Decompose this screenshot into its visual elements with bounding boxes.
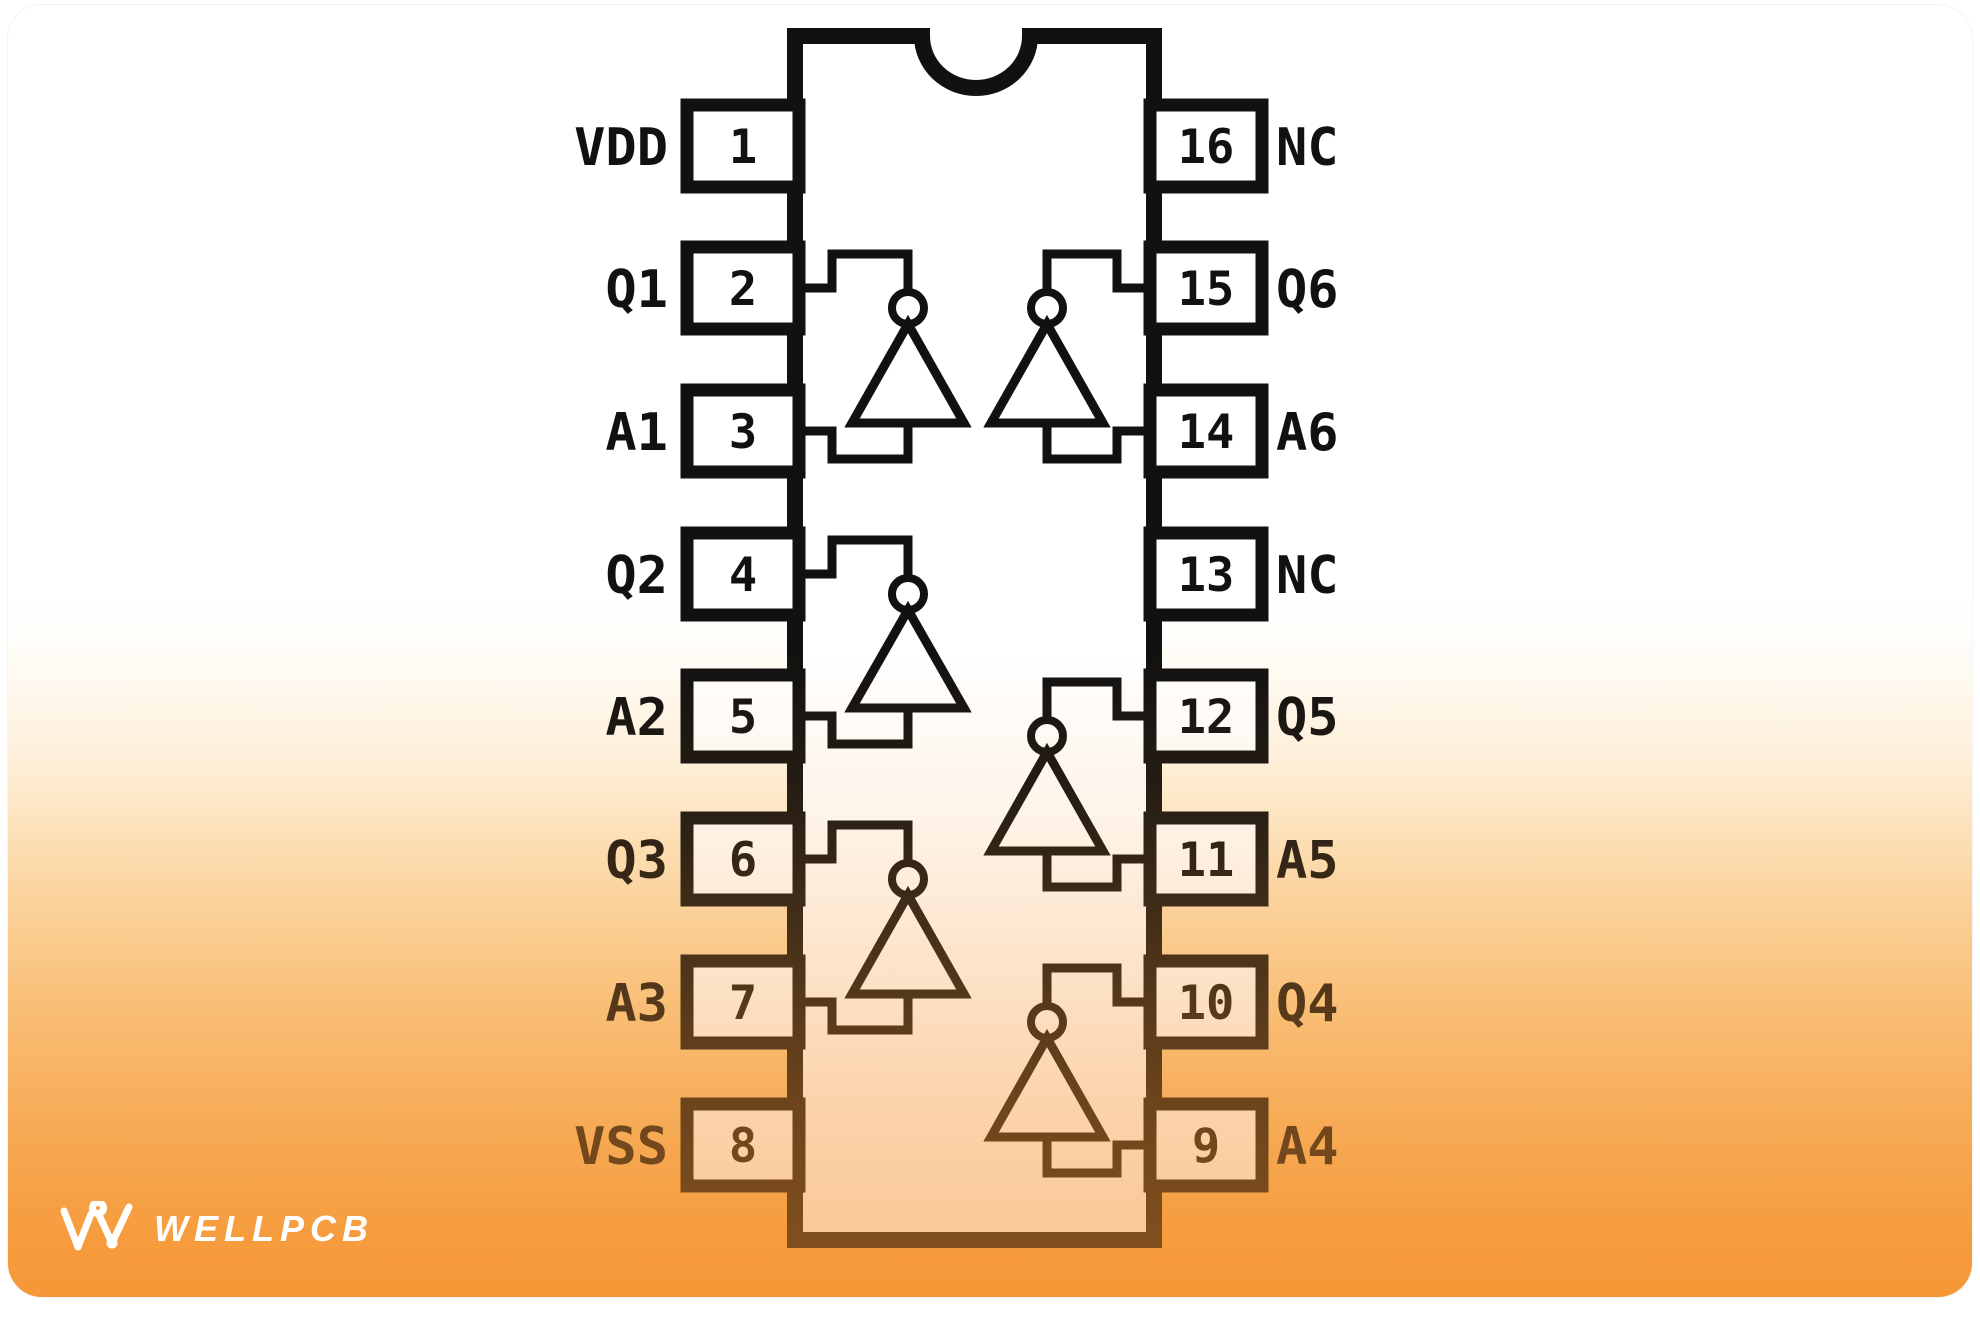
pin-6-label: Q3 [605, 831, 668, 891]
pin-7-number: 7 [729, 976, 757, 1031]
pinout-card: 1 VDD 2 Q1 3 A1 4 Q2 5 A2 6 Q3 [8, 5, 1972, 1297]
pin-15-label: Q6 [1276, 260, 1339, 320]
pin-right-15: 15 Q6 [1143, 240, 1339, 336]
pin-14-number: 14 [1178, 405, 1235, 460]
pin-left-8: 8 VSS [574, 1097, 806, 1193]
pin-8-label: VSS [574, 1117, 668, 1177]
wellpcb-logo-text: WELLPCB [154, 1208, 374, 1249]
wellpcb-logo: WELLPCB [58, 1197, 374, 1261]
pin-13-label: NC [1276, 546, 1339, 606]
pin-9-number: 9 [1192, 1119, 1220, 1174]
pin-left-5: 5 A2 [605, 668, 806, 764]
pin-right-10: 10 Q4 [1143, 954, 1339, 1050]
pin-right-16: 16 NC [1143, 98, 1339, 194]
pin-left-2: 2 Q1 [605, 240, 806, 336]
pin-1-number: 1 [729, 120, 757, 175]
pin-12-label: Q5 [1276, 688, 1339, 748]
pin-5-label: A2 [605, 688, 668, 748]
pin-right-14: 14 A6 [1143, 383, 1339, 479]
pin-left-6: 6 Q3 [605, 811, 806, 907]
chip-body-outline [787, 28, 1162, 1248]
pin-15-number: 15 [1178, 262, 1235, 317]
pin-13-number: 13 [1178, 548, 1235, 603]
pin-4-label: Q2 [605, 546, 668, 606]
pin-2-label: Q1 [605, 260, 668, 320]
pin-right-13: 13 NC [1143, 526, 1339, 622]
pin-10-label: Q4 [1276, 974, 1339, 1034]
pin-10-number: 10 [1178, 976, 1235, 1031]
pin-2-number: 2 [729, 262, 757, 317]
pin-16-label: NC [1276, 118, 1339, 178]
wellpcb-logo-mark [60, 1201, 133, 1251]
pin-left-7: 7 A3 [605, 954, 806, 1050]
pin-6-number: 6 [729, 833, 757, 888]
pin-4-number: 4 [729, 548, 757, 603]
pin-3-number: 3 [729, 405, 757, 460]
pin-left-4: 4 Q2 [605, 526, 806, 622]
pin-7-label: A3 [605, 974, 668, 1034]
pin-8-number: 8 [729, 1119, 757, 1174]
pin-1-label: VDD [574, 118, 668, 178]
pin-11-label: A5 [1276, 831, 1339, 891]
pin-5-number: 5 [729, 690, 757, 745]
pin-right-11: 11 A5 [1143, 811, 1339, 907]
pin-14-label: A6 [1276, 403, 1339, 463]
pin-11-number: 11 [1178, 833, 1235, 888]
pin-12-number: 12 [1178, 690, 1235, 745]
pin-right-9: 9 A4 [1143, 1097, 1339, 1193]
ic-pinout-diagram: 1 VDD 2 Q1 3 A1 4 Q2 5 A2 6 Q3 [574, 28, 1339, 1248]
pin-left-1: 1 VDD [574, 98, 806, 194]
pin-left-3: 3 A1 [605, 383, 806, 479]
pin-16-number: 16 [1178, 120, 1235, 175]
pin-right-12: 12 Q5 [1143, 668, 1339, 764]
pin-9-label: A4 [1276, 1117, 1339, 1177]
pin-3-label: A1 [605, 403, 668, 463]
